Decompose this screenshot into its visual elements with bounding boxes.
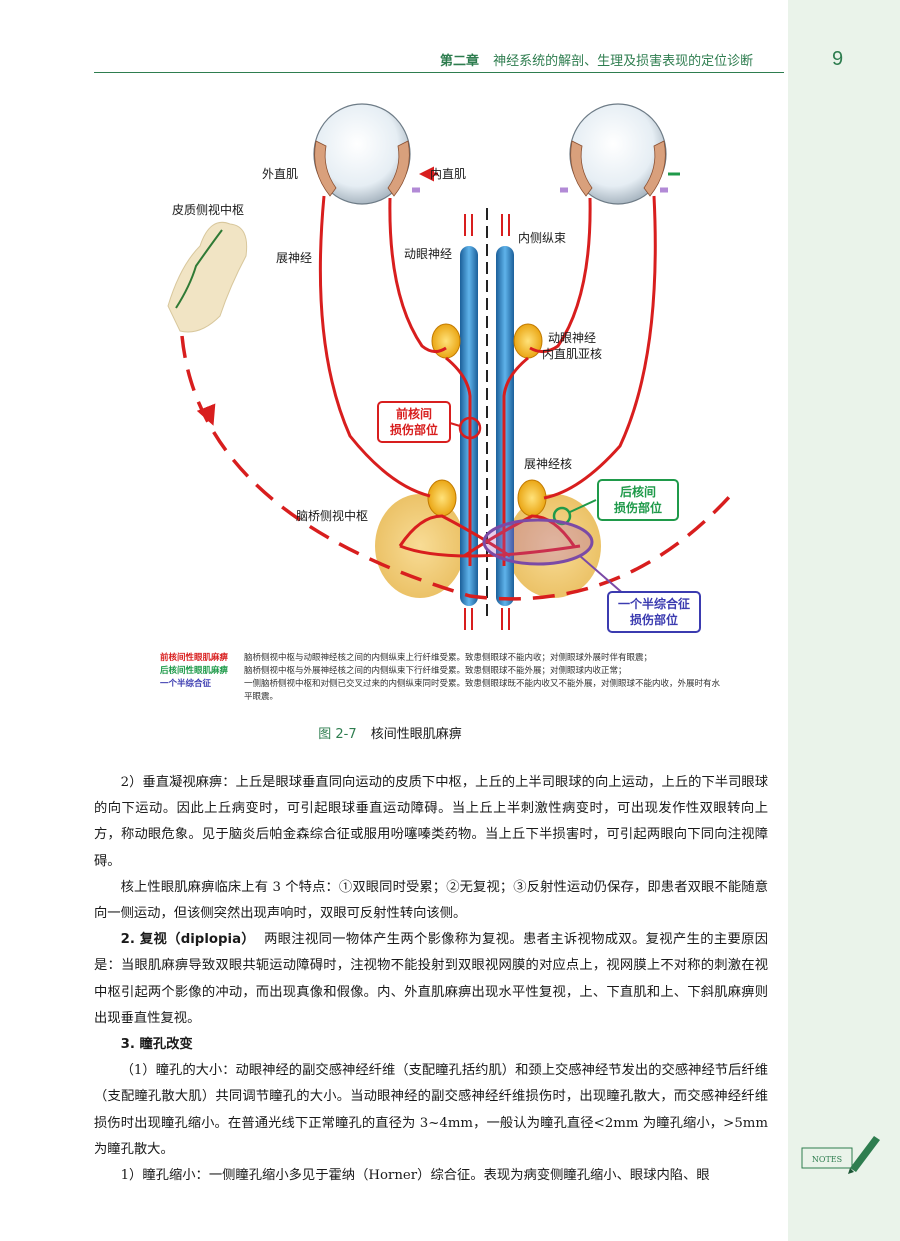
one-and-half-label-2: 损伤部位 [630,612,678,627]
nerve-pathways [318,195,657,566]
notes-badge-text: NOTES [812,1155,842,1164]
posterior-lesion-label-1: 后核间 [620,484,656,499]
section-heading: 3. 瞳孔改变 [120,1037,193,1053]
label-cortical-gaze-center: 皮质侧视中枢 [172,202,244,217]
legend-key: 后核间性眼肌麻痹 [160,666,229,676]
figure-legend: 前核间性眼肌麻痹 脑桥侧视中枢与动眼神经核之间的内侧纵束上行纤维受累。致患侧眼球… [160,652,720,704]
legend-desc: 脑桥侧视中枢与外展神经核之间的内侧纵束下行纤维受累。致患侧眼球不能外展；对侧眼球… [244,666,627,676]
legend-row: 后核间性眼肌麻痹 脑桥侧视中枢与外展神经核之间的内侧纵束下行纤维受累。致患侧眼球… [160,665,720,678]
legend-row: 前核间性眼肌麻痹 脑桥侧视中枢与动眼神经核之间的内侧纵束上行纤维受累。致患侧眼球… [160,652,720,665]
paragraph-text: 两眼注视同一物体产生两个影像称为复视。患者主诉视物成双。复视产生的主要原因是：当… [94,932,768,1026]
left-pons [375,494,465,598]
cortical-gaze-center [167,221,248,333]
vertical-arrows [464,214,510,630]
paragraph: 1）瞳孔缩小：一侧瞳孔缩小多见于霍纳（Horner）综合征。表现为病变侧瞳孔缩小… [120,1168,710,1184]
one-and-half-box [607,591,701,633]
one-and-half-label-1: 一个半综合征 [618,596,690,611]
paragraph: 核上性眼肌麻痹临床上有 3 个特点：①双眼同时受累；②无复视；③反射性运动仍保存… [94,879,768,922]
right-abducens-nucleus [517,479,547,517]
paragraph: 2. 复视（diplopia） 两眼注视同一物体产生两个影像称为复视。患者主诉视… [94,927,768,1032]
legend-desc: 脑桥侧视中枢与动眼神经核之间的内侧纵束上行纤维受累。致患侧眼球不能内收；对侧眼球… [244,653,653,663]
figure-caption: 图 2-7 核间性眼肌麻痹 [0,723,900,742]
label-abducens-nerve: 展神经 [276,251,312,265]
left-abducens-nucleus [427,479,457,517]
chapter-title: 神经系统的解剖、生理及损害表现的定位诊断 [493,54,754,69]
notes-badge: NOTES [801,1136,880,1174]
label-mlf: 内侧纵束 [518,231,566,245]
legend-desc: 一侧脑桥侧视中枢和对侧已交叉过来的内侧纵束同时受累。致患侧眼球既不能内收又不能外… [244,679,721,702]
pen-icon [848,1136,880,1174]
legend-key: 一个半综合征 [160,679,212,689]
left-eye [313,103,411,205]
one-and-half-lesion-marker [482,518,594,566]
right-eye [569,103,667,205]
posterior-lesion-box [597,479,679,521]
anterior-lesion-marker [458,416,482,440]
label-subnucleus-1: 动眼神经 [548,331,596,345]
anterior-lesion-box [377,401,451,443]
figure-title: 核间性眼肌麻痹 [370,727,462,742]
legend-row: 一个半综合征 一侧脑桥侧视中枢和对侧已交叉过来的内侧纵束同时受累。致患侧眼球既不… [160,678,720,704]
running-header: 第二章 神经系统的解剖、生理及损害表现的定位诊断 [440,50,753,69]
anterior-lesion-label-1: 前核间 [396,406,432,421]
chapter-label: 第二章 [440,54,480,69]
label-subnucleus-2: 内直肌亚核 [542,347,602,361]
legend-key: 前核间性眼肌麻痹 [160,653,229,663]
body-text: 2）垂直凝视麻痹：上丘是眼球垂直同向运动的皮质下中枢，上丘的上半司眼球的向上运动… [94,770,768,1189]
posterior-lesion-marker [552,506,572,526]
label-lateral-rectus: 外直肌 [262,167,298,181]
dashed-arc [180,335,730,601]
header-rule [94,72,784,73]
label-pontine-gaze-center: 脑桥侧视中枢 [296,508,368,523]
label-medial-rectus: 内直肌 [430,167,466,181]
paragraph: 2）垂直凝视麻痹：上丘是眼球垂直同向运动的皮质下中枢，上丘的上半司眼球的向上运动… [94,775,768,869]
side-strip [788,0,900,1241]
label-oculomotor-nerve: 动眼神经 [404,247,452,261]
anterior-lesion-label-2: 损伤部位 [390,422,438,437]
label-abducens-nucleus: 展神经核 [524,457,572,471]
page-number: 9 [832,48,844,70]
figure-number: 图 2-7 [318,727,357,742]
posterior-lesion-label-2: 损伤部位 [614,500,662,515]
right-oculomotor-nucleus [513,323,543,359]
paragraph: （1）瞳孔的大小：动眼神经的副交感神经纤维（支配瞳孔括约肌）和颈上交感神经节发出… [94,1063,768,1157]
internuclear-ophthalmoplegia-figure: 前核间 损伤部位 后核间 损伤部位 一个半综合征 损伤部位 外直肌 内直肌 皮质… [167,103,730,633]
section-heading: 2. 复视（diplopia） [120,932,256,948]
